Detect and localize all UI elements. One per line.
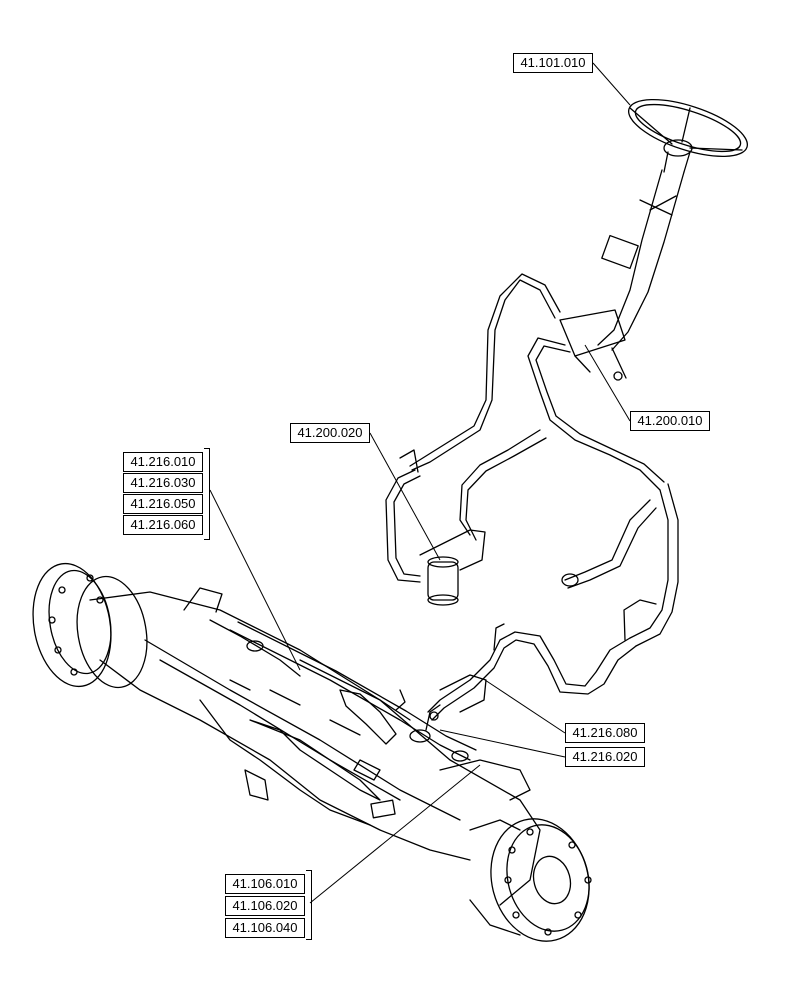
callout-filter[interactable]: 41.200.020	[290, 423, 370, 443]
group-bracket	[306, 870, 312, 940]
left-wheel-hub	[32, 562, 148, 689]
callout-lines-bracket[interactable]: 41.216.080	[565, 723, 645, 743]
right-wheel-hub	[469, 818, 592, 942]
callout-axle-1[interactable]: 41.106.010	[225, 874, 305, 894]
callout-axle-3[interactable]: 41.106.040	[225, 918, 305, 938]
callout-cylinder-4[interactable]: 41.216.060	[123, 515, 203, 535]
callout-steering-wheel[interactable]: 41.101.010	[513, 53, 593, 73]
steering-cylinder	[229, 621, 477, 762]
callout-steering-valve[interactable]: 41.200.010	[630, 411, 710, 431]
oil-filter	[399, 449, 486, 606]
callout-cylinder-3[interactable]: 41.216.050	[123, 494, 203, 514]
callout-axle-2[interactable]: 41.106.020	[225, 896, 305, 916]
callout-cylinder-rod[interactable]: 41.216.020	[565, 747, 645, 767]
front-axle	[89, 587, 541, 906]
steering-column	[559, 169, 685, 381]
steering-wheel	[627, 98, 749, 173]
callout-cylinder-2[interactable]: 41.216.030	[123, 473, 203, 493]
leader-lines	[209, 62, 631, 904]
group-bracket	[204, 448, 210, 540]
hydraulic-hoses	[385, 273, 679, 721]
callout-cylinder-1[interactable]: 41.216.010	[123, 452, 203, 472]
lines-bracket	[425, 674, 487, 731]
